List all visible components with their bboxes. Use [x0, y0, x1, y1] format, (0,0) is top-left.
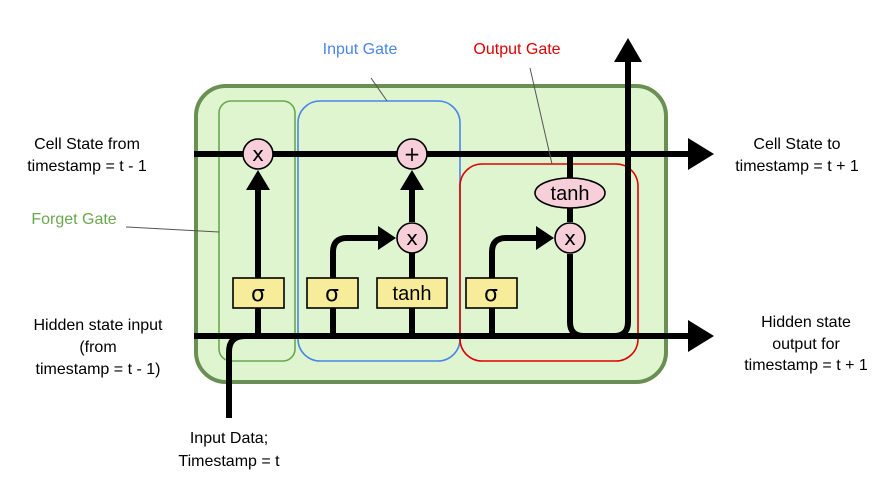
- hidden-input-label-line1: Hidden state input: [34, 317, 164, 334]
- cell-tanh-node: tanh: [534, 177, 606, 209]
- output-multiply-node: x: [554, 222, 586, 254]
- input-sigma-layer: σ: [306, 277, 359, 309]
- input-multiply-node: x: [396, 222, 428, 254]
- add-symbol: +: [404, 142, 421, 166]
- output-multiply-symbol: x: [564, 226, 576, 250]
- input-sigma-arrowhead: [378, 226, 396, 250]
- forget-multiply-symbol: x: [252, 142, 264, 166]
- input-tanh-layer: tanh: [376, 277, 448, 309]
- add-arrowhead: [400, 170, 424, 190]
- output-mul-to-hidden-line: [567, 60, 631, 339]
- forget-sigma-layer: σ: [232, 277, 285, 309]
- input-data-line: [226, 333, 246, 418]
- hidden-output-label-line3: timestamp = t + 1: [744, 357, 868, 374]
- input-data-label-line2: Timestamp = t: [178, 453, 280, 470]
- forget-arrowhead: [246, 170, 270, 190]
- cell-state-to-label-line1: Cell State to: [753, 136, 840, 153]
- input-multiply-symbol: x: [406, 226, 418, 250]
- hidden-output-label-line2: output for: [772, 336, 840, 353]
- output-gate-title: Output Gate: [473, 41, 560, 58]
- hidden-input-label-line3: timestamp = t - 1): [36, 361, 161, 378]
- cell-state-from-label-line1: Cell State from: [34, 136, 140, 153]
- cell-tanh-label: tanh: [551, 183, 590, 205]
- input-sigma-branch-line: [330, 235, 380, 336]
- forget-gate-box: [218, 100, 296, 362]
- input-gate-leader: [370, 77, 388, 102]
- input-tanh-label: tanh: [393, 283, 432, 305]
- output-sigma-label: σ: [484, 282, 498, 307]
- hidden-input-label-line2: (from: [79, 339, 116, 356]
- cell-state-to-label-line2: timestamp = t + 1: [735, 158, 859, 175]
- input-data-label-line1: Input Data;: [190, 430, 268, 447]
- output-sigma-branch-line: [489, 235, 538, 336]
- forget-multiply-node: x: [242, 138, 274, 170]
- cell-state-out-arrowhead: [688, 138, 714, 170]
- forget-gate-leader: [125, 226, 220, 233]
- add-node: +: [396, 138, 428, 170]
- output-sigma-layer: σ: [465, 277, 518, 309]
- output-sigma-arrowhead: [536, 226, 554, 250]
- output-gate-box: [459, 163, 639, 362]
- hidden-up-arrowhead: [614, 38, 642, 62]
- cell-state-from-label-line2: timestamp = t - 1: [27, 158, 147, 175]
- input-sigma-label: σ: [325, 282, 339, 307]
- hidden-state-out-arrowhead: [688, 320, 714, 352]
- forget-gate-title: Forget Gate: [31, 211, 116, 228]
- output-gate-leader: [529, 67, 553, 165]
- input-gate-title: Input Gate: [323, 41, 398, 58]
- forget-sigma-label: σ: [251, 282, 265, 307]
- hidden-output-label-line1: Hidden state: [761, 314, 851, 331]
